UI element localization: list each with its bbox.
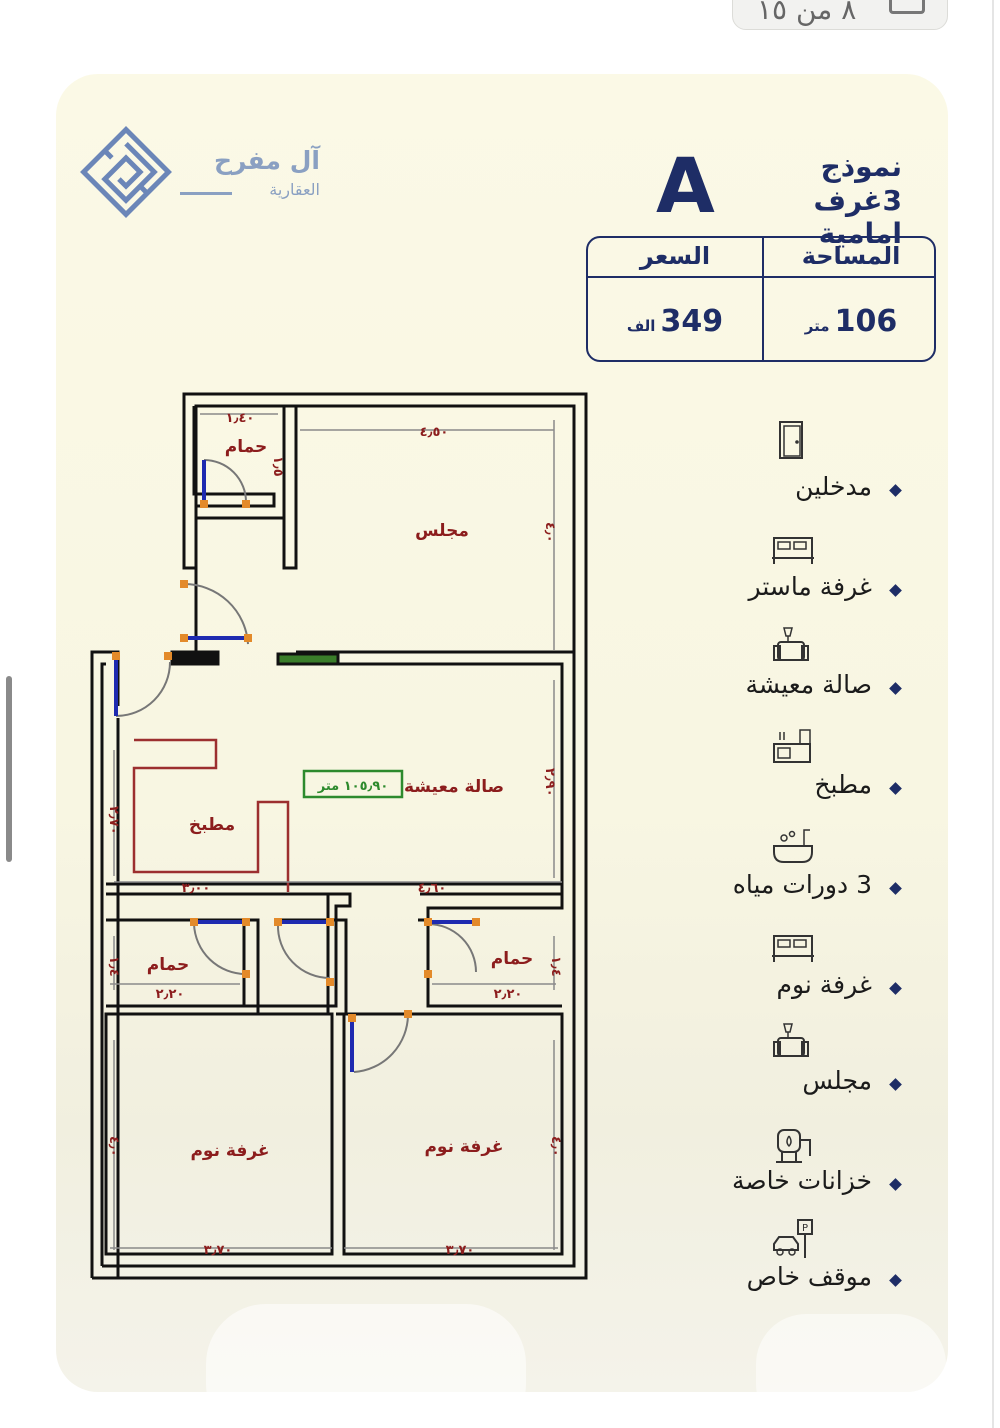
dim-living-w: ٤٫٦٠ [418, 881, 447, 896]
armchair-icon [773, 1023, 809, 1057]
specs-table: المساحة السعر 106 متر 349 الف [586, 236, 936, 362]
bed-icon [772, 935, 814, 962]
left-bath-label: حمام [147, 955, 190, 975]
dim-kitchen-w: ٣٫٠٠ [182, 881, 211, 896]
floor-plan: ١٠٥٫٩٠ متر مجلس صالة معيشة مطبخ حمام حما… [90, 392, 588, 1280]
specs-divider [762, 238, 764, 362]
image-counter-chip[interactable]: ٨ من ١٥ [732, 0, 948, 30]
majlis-label: مجلس [415, 521, 469, 541]
living-label: صالة معيشة [404, 777, 504, 797]
feature-label: غرفة نوم [776, 970, 872, 999]
dim-left-bath-w: ٢٫٢٠ [156, 987, 185, 1002]
feature-label: مجلس [802, 1066, 872, 1095]
area-value: 106 متر [764, 304, 938, 339]
total-area-box [302, 769, 404, 799]
price-header: السعر [639, 242, 711, 270]
feature-label: غرفة ماستر [748, 572, 872, 601]
area-unit: متر [804, 317, 830, 335]
area-number: 106 [834, 304, 898, 339]
background-chair [756, 1314, 946, 1392]
right-bedroom-label: غرفة نوم [424, 1137, 503, 1157]
kitchen-counter [132, 738, 290, 892]
price-number: 349 [660, 304, 724, 339]
dim-left-bed-h: ٤٫٠ [106, 1136, 121, 1157]
specs-header-divider [588, 276, 934, 278]
dim-right-bed-w: ٣٫٧٠ [446, 1243, 475, 1258]
brand-underline [180, 192, 232, 195]
dim-kitchen-h: ٢٫٧٠ [106, 806, 121, 835]
brand-name: آل مفرح [213, 146, 320, 175]
water-tank-icon [776, 1129, 811, 1163]
parking-icon: P [773, 1219, 813, 1258]
dim-left-bed-w: ٣٫٧٠ [204, 1243, 233, 1258]
armchair-icon [773, 627, 809, 661]
dimension-lines [110, 413, 562, 1250]
dim-left-bath-h: ١٫٤ [106, 956, 121, 977]
door-hinges [112, 500, 480, 1022]
right-bath-label: حمام [491, 949, 534, 969]
screen-edge [992, 0, 994, 1428]
image-counter-text: ٨ من ١٥ [757, 0, 857, 26]
top-bath-label: حمام [225, 437, 268, 457]
scrollbar[interactable] [6, 676, 12, 862]
dim-right-bed-h: ٤٫٠ [548, 1136, 563, 1157]
price-unit: الف [626, 317, 656, 335]
feature-label: خزانات خاصة [732, 1166, 872, 1195]
model-letter: A [656, 141, 715, 230]
price-value: 349 الف [588, 304, 762, 339]
bed-icon [772, 537, 814, 564]
feature-label: 3 دورات مياه [732, 870, 872, 899]
svg-text:P: P [802, 1223, 808, 1234]
dim-living-h: ٢٫٩٠ [542, 768, 557, 797]
plan-walls [90, 392, 588, 1280]
feature-label: موقف خاص [746, 1262, 872, 1291]
door-swings [115, 459, 477, 1073]
door-icon [779, 421, 803, 459]
brand-subtitle: العقارية [269, 180, 320, 199]
door-leaves [114, 460, 476, 1072]
left-bedroom-label: غرفة نوم [190, 1141, 269, 1161]
total-area-label: ١٠٥٫٩٠ متر [317, 779, 389, 794]
model-label: نموذج [820, 150, 902, 183]
kitchen-label: مطبخ [189, 815, 235, 835]
dim-majlis-h: ٤٫٠ [542, 522, 557, 543]
model-rooms: 3غرف امامية [813, 184, 902, 250]
kufic-logo-icon [80, 126, 172, 218]
gallery-icon [889, 0, 925, 14]
dim-majlis-w: ٤٫٥٠ [420, 425, 449, 440]
dim-top-bath-h: ١٫٥ [270, 456, 285, 477]
dim-top-bath-w: ١٫٤٠ [226, 411, 255, 426]
kitchen-icon [773, 729, 811, 763]
feature-label: مدخلين [795, 472, 872, 501]
dim-right-bath-h: ١٫٤ [548, 956, 563, 977]
bathtub-icon [773, 829, 813, 863]
feature-label: صالة معيشة [745, 670, 872, 699]
dim-right-bath-w: ٢٫٢٠ [494, 987, 523, 1002]
area-header: المساحة [801, 242, 901, 270]
feature-label: مطبخ [814, 770, 872, 799]
background-sofa [206, 1304, 526, 1392]
